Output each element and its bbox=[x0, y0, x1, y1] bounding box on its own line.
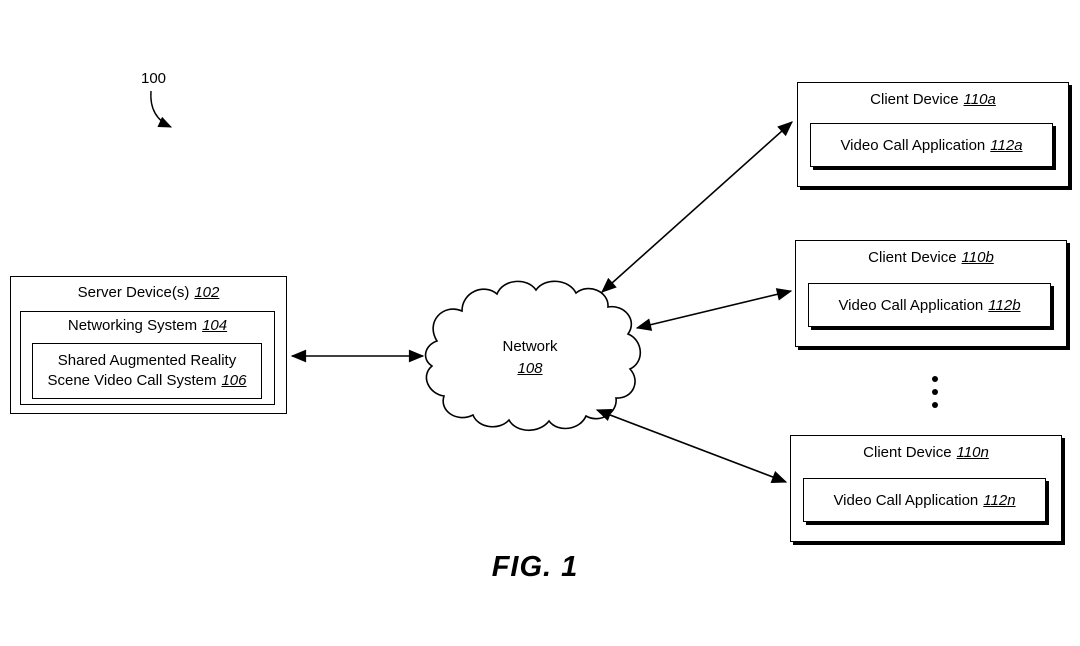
video-call-app-a-label: Video Call Application bbox=[840, 136, 986, 154]
video-call-app-b-label: Video Call Application bbox=[838, 296, 984, 314]
networking-system-ref: 104 bbox=[202, 317, 228, 334]
networking-system-label: Networking System bbox=[67, 317, 198, 334]
client-device-a-ref: 110a bbox=[963, 91, 996, 108]
arrow-network-client-b bbox=[635, 288, 793, 331]
client-device-b-ref: 110b bbox=[961, 249, 994, 266]
server-device-ref: 102 bbox=[194, 284, 220, 301]
client-device-n-label: Client Device bbox=[863, 444, 952, 461]
ar-system-line2-row: Scene Video Call System 106 bbox=[47, 371, 246, 391]
client-device-b-title: Client Device 110b bbox=[796, 249, 1066, 266]
networking-system-title: Networking System 104 bbox=[21, 317, 274, 334]
network-label: Network bbox=[502, 338, 558, 355]
network-ref: 108 bbox=[517, 359, 543, 377]
client-device-b-label: Client Device bbox=[868, 249, 957, 266]
client-device-n-ref: 110n bbox=[956, 444, 989, 461]
video-call-app-b-box: Video Call Application 112b bbox=[808, 283, 1051, 327]
video-call-app-a-box: Video Call Application 112a bbox=[810, 123, 1053, 167]
figure-caption: FIG. 1 bbox=[491, 551, 579, 583]
server-device-box: Server Device(s) 102 Networking System 1… bbox=[10, 276, 287, 414]
networking-system-box: Networking System 104 Shared Augmented R… bbox=[20, 311, 275, 405]
server-device-label: Server Device(s) bbox=[77, 284, 190, 301]
client-device-b-box: Client Device 110b Video Call Applicatio… bbox=[795, 240, 1067, 347]
video-call-app-n-box: Video Call Application 112n bbox=[803, 478, 1046, 522]
client-device-a-label: Client Device bbox=[870, 91, 959, 108]
video-call-app-a-title: Video Call Application 112a bbox=[840, 137, 1022, 154]
video-call-app-n-title: Video Call Application 112n bbox=[833, 492, 1015, 509]
arrow-network-client-a bbox=[601, 121, 793, 293]
ar-system-ref: 106 bbox=[221, 372, 247, 389]
client-device-n-title: Client Device 110n bbox=[791, 444, 1061, 461]
network-label-group: Network 108 bbox=[455, 336, 605, 380]
client-device-a-title: Client Device 110a bbox=[798, 91, 1068, 108]
arrow-network-client-n bbox=[595, 409, 788, 483]
client-device-a-box: Client Device 110a Video Call Applicatio… bbox=[797, 82, 1069, 187]
server-device-title: Server Device(s) 102 bbox=[11, 284, 286, 301]
video-call-app-b-title: Video Call Application 112b bbox=[838, 297, 1020, 314]
ar-system-line1: Shared Augmented Reality bbox=[57, 351, 237, 369]
video-call-app-n-label: Video Call Application bbox=[833, 491, 979, 509]
client-device-n-box: Client Device 110n Video Call Applicatio… bbox=[790, 435, 1062, 542]
video-call-app-b-ref: 112b bbox=[988, 296, 1021, 314]
network-cloud-shape bbox=[424, 280, 642, 432]
video-call-app-a-ref: 112a bbox=[990, 136, 1023, 154]
figure-ref-label: 100 bbox=[141, 70, 167, 87]
ar-scene-video-call-system-box: Shared Augmented Reality Scene Video Cal… bbox=[32, 343, 262, 399]
vertical-ellipsis-icon bbox=[932, 376, 938, 408]
figure-ref-arrow bbox=[150, 90, 173, 128]
video-call-app-n-ref: 112n bbox=[983, 491, 1016, 509]
ar-system-line2: Scene Video Call System bbox=[47, 372, 217, 389]
